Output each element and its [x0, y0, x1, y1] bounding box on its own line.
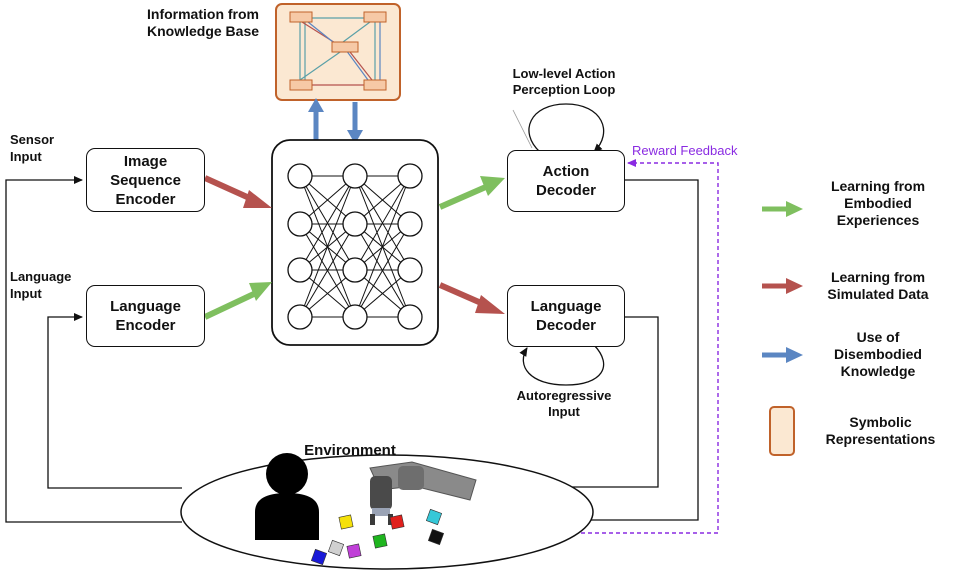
cube [389, 514, 405, 530]
network-edge [354, 175, 411, 271]
green-arrow-network-to-action-decoder [438, 176, 505, 210]
green-arrow-language-encoder-to-network [203, 282, 272, 320]
action-decoder-label: Action Decoder [535, 163, 597, 199]
network-node [287, 211, 313, 237]
network-node [342, 257, 368, 283]
legend-label-disembodied: Use of Disembodied Knowledge [834, 329, 922, 379]
legend-symbolic-box [769, 406, 795, 456]
network-node [342, 211, 368, 237]
knowledge-base-box [275, 3, 401, 101]
network-edge [354, 175, 411, 318]
network-edge [299, 175, 356, 318]
network-node [397, 211, 423, 237]
network-node [397, 163, 423, 189]
robot-arm [369, 461, 477, 525]
network-edge [299, 175, 356, 271]
language-decoder-label: Language Decoder [530, 298, 602, 334]
language-feedback-line [47, 313, 182, 489]
language-encoder: Language Encoder [86, 285, 205, 347]
language-output-line [533, 316, 659, 491]
reward-feedback-line [532, 159, 719, 534]
image-sequence-encoder: Image Sequence Encoder [86, 148, 205, 212]
environment-label: Environment [304, 442, 396, 459]
neural-network [271, 139, 439, 346]
network-edge [354, 223, 411, 318]
autoregressive-loop [519, 344, 605, 386]
cubes [310, 508, 445, 566]
legend-label-simulated: Learning from Simulated Data [827, 269, 929, 302]
legend-arrow-red [762, 278, 803, 294]
network-edge [299, 223, 356, 318]
network-node [287, 257, 313, 283]
sensor-input-label: Sensor Input [10, 132, 55, 164]
cube [427, 528, 445, 546]
cube [338, 514, 354, 530]
red-arrow-network-to-language-decoder [438, 282, 505, 314]
network-node [342, 304, 368, 330]
human-silhouette [255, 453, 319, 540]
network-node [397, 257, 423, 283]
image-sequence-encoder-label: Image Sequence Encoder [110, 152, 181, 208]
red-arrow-image-to-network [203, 175, 272, 208]
network-node [287, 163, 313, 189]
legend-arrow-green [762, 201, 803, 217]
language-encoder-label: Language Encoder [110, 298, 181, 334]
autoregressive-input-label: Autoregressive Input [516, 388, 612, 419]
cube [425, 508, 443, 526]
network-node [397, 304, 423, 330]
legend-label-symbolic: Symbolic Representations [825, 414, 936, 447]
low-level-loop [512, 103, 605, 153]
blue-arrow-to-kb [308, 98, 324, 146]
cube [310, 548, 328, 566]
cube [346, 543, 362, 559]
cube [372, 533, 388, 549]
legend-label-embodied: Learning from Embodied Experiences [830, 178, 926, 228]
language-input-label: Language Input [10, 269, 72, 301]
knowledge-base-title: Information from Knowledge Base [146, 6, 260, 39]
cube [327, 539, 345, 557]
legend-arrow-blue [762, 347, 803, 363]
reward-feedback-label: Reward Feedback [632, 143, 738, 158]
language-decoder: Language Decoder [507, 285, 625, 347]
action-output-line [533, 179, 699, 524]
network-node [287, 304, 313, 330]
blue-arrow-from-kb [347, 102, 363, 144]
network-node [342, 163, 368, 189]
low-level-loop-label: Low-level Action Perception Loop [512, 66, 616, 97]
sensor-feedback-line [5, 176, 182, 523]
action-decoder: Action Decoder [507, 150, 625, 212]
